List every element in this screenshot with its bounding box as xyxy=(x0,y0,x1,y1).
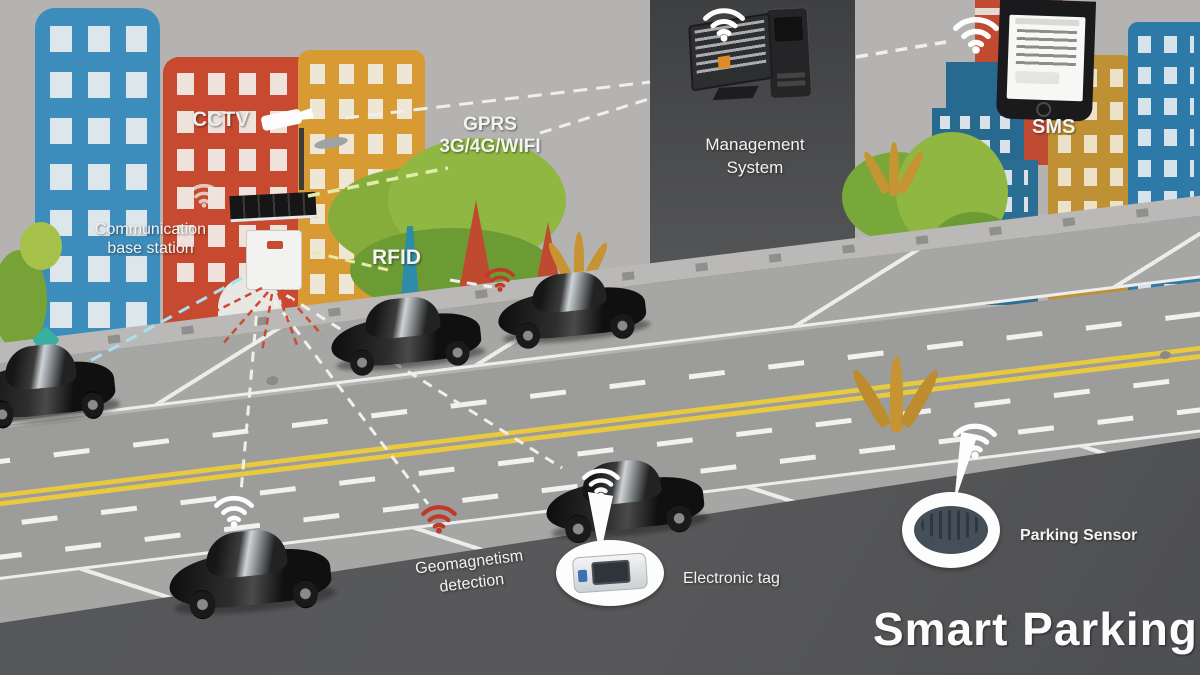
sms-label: SMS xyxy=(1032,116,1076,138)
link-station-wifi-car xyxy=(239,297,260,493)
link-station-rfid xyxy=(311,250,389,272)
cctv-pole xyxy=(299,128,304,190)
cctv-label: CCTV xyxy=(192,108,250,131)
tree-small-lime xyxy=(20,222,62,270)
parked-car xyxy=(327,287,487,377)
sms-wifi-icon xyxy=(948,8,1004,54)
link-management-phone xyxy=(855,40,947,59)
parked-car-geomagnetism xyxy=(164,520,338,621)
station-cabinet xyxy=(246,230,302,290)
link-station-car-left xyxy=(87,276,243,364)
golden-plant xyxy=(860,142,927,200)
golden-plant xyxy=(545,232,611,292)
parking-sensor-device xyxy=(914,506,988,554)
tag-car-wifi-icon xyxy=(578,461,624,499)
electronic-tag-label: Electronic tag xyxy=(683,570,780,587)
rfid-wifi-icon xyxy=(482,262,518,292)
station-radio-rays xyxy=(207,286,323,353)
station-wifi-icon xyxy=(186,178,222,208)
gprs-label: GPRS 3G/4G/WIFI xyxy=(439,114,541,157)
link-station-electronic-tag xyxy=(285,293,563,470)
parking-sensor-label: Parking Sensor xyxy=(1020,527,1138,544)
link-rfid-car xyxy=(449,278,493,289)
link-station-gprs xyxy=(307,166,449,198)
electronic-tag-device xyxy=(571,552,649,594)
link-station-geomagnetism xyxy=(270,297,430,505)
building-windows xyxy=(50,26,147,345)
rfid-label: RFID xyxy=(372,246,421,269)
building-blue-left xyxy=(35,8,160,353)
page-title: Smart Parking xyxy=(873,603,1198,655)
management-wifi-icon xyxy=(698,0,750,42)
car-wifi-icon xyxy=(210,488,258,528)
parking-sensor-callout xyxy=(902,492,1000,568)
electronic-tag-callout xyxy=(556,540,664,606)
geomagnetism-wifi-icon xyxy=(418,498,460,534)
parked-car-electronic-tag xyxy=(541,450,710,545)
golden-plant xyxy=(848,356,943,436)
management-label: Management System xyxy=(705,135,805,177)
parked-car xyxy=(0,335,121,430)
link-cctv-management xyxy=(344,80,651,120)
base-station-label: Communication base station xyxy=(94,221,207,257)
base-station xyxy=(228,191,320,298)
